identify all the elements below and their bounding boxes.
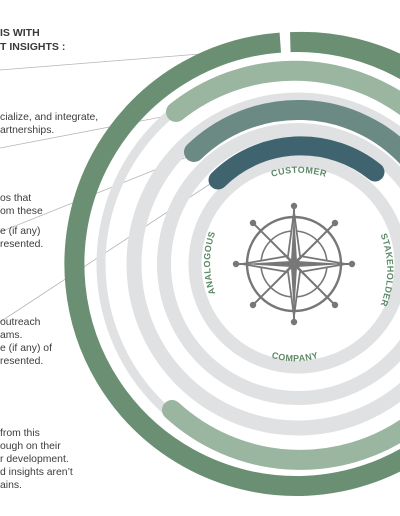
ring-2-arc-bottom — [162, 400, 400, 470]
note-1-line-1: cialize, and integrate, — [0, 112, 99, 123]
note-3: outreach ams. e (if any) of resented. — [0, 316, 52, 368]
outer-ring — [64, 31, 400, 497]
note-2: os that om these e (if any) resented. — [0, 192, 43, 251]
note-1: cialize, and integrate, artnerships. — [0, 111, 98, 137]
label-customer: CUSTOMER — [270, 165, 328, 179]
note-4-line-1: from this — [0, 428, 40, 439]
outer-ring-left-segment — [64, 32, 400, 497]
label-analogous: ANALOGOUS — [202, 230, 217, 296]
note-2-line-2: om these — [0, 206, 43, 217]
compass-rose-icon — [232, 202, 356, 326]
note-4-line-2: ough on their — [0, 441, 61, 452]
outer-ring-right-segment — [295, 31, 400, 77]
note-2-spacer — [0, 218, 43, 225]
header-line-1: IS WITH — [0, 27, 40, 39]
note-2-line-1: os that — [0, 193, 32, 204]
label-company: COMPANY — [271, 350, 320, 363]
ring-4-arc — [208, 136, 385, 190]
leader-line-2 — [0, 114, 173, 149]
note-3-line-3: e (if any) of — [0, 343, 52, 354]
note-2-line-5: resented. — [0, 239, 44, 250]
note-3-line-2: ams. — [0, 330, 23, 341]
section-header: IS WITH T INSIGHTS : — [0, 26, 65, 54]
ring-3-arc — [184, 100, 400, 165]
note-4-line-4: d insights aren’t — [0, 467, 73, 478]
ring-2-arc-top — [166, 60, 400, 122]
note-2-line-4: e (if any) — [0, 226, 41, 237]
note-4-line-3: r development. — [0, 454, 69, 465]
track-ring-3 — [157, 123, 400, 405]
track-ring-4 — [188, 154, 400, 374]
note-3-line-4: resented. — [0, 356, 44, 367]
note-3-line-1: outreach — [0, 317, 41, 328]
note-4: from this ough on their r development. d… — [0, 427, 73, 492]
note-4-line-5: ains. — [0, 480, 22, 491]
header-line-2: T INSIGHTS : — [0, 41, 66, 53]
note-1-line-2: artnerships. — [0, 125, 55, 136]
